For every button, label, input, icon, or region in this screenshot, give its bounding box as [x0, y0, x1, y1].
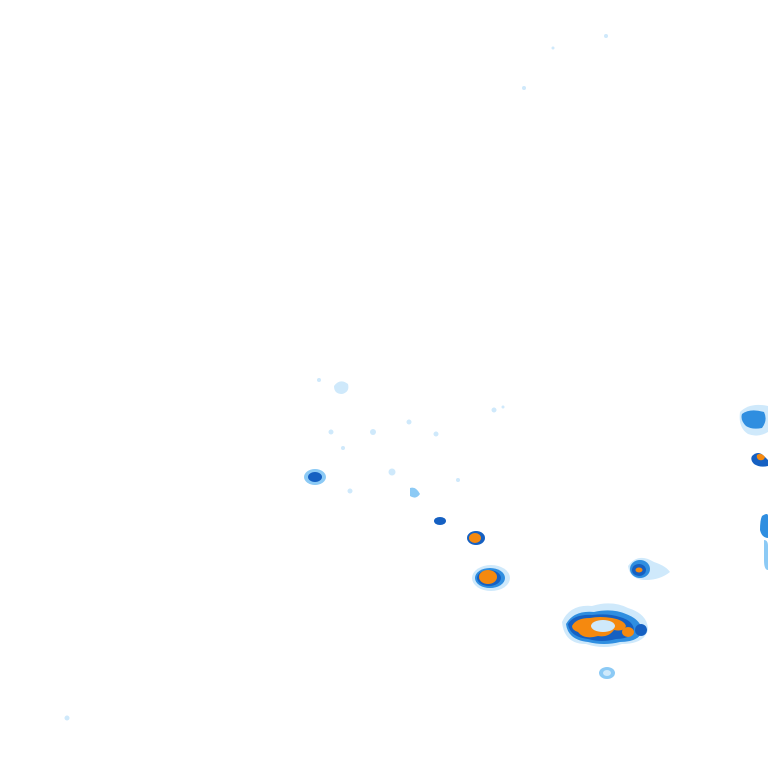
storm-cell-a	[467, 531, 485, 545]
storm-cell-large	[562, 603, 648, 647]
storm-cell-small	[434, 517, 446, 525]
light-echo-south	[599, 667, 615, 679]
trace-specks-north	[64, 34, 608, 721]
storm-band-east-edge	[739, 404, 768, 570]
storm-cell-c	[628, 557, 670, 580]
storm-cell-west	[304, 469, 326, 485]
storm-cell-b	[472, 565, 510, 591]
light-scatter-central	[317, 378, 505, 498]
